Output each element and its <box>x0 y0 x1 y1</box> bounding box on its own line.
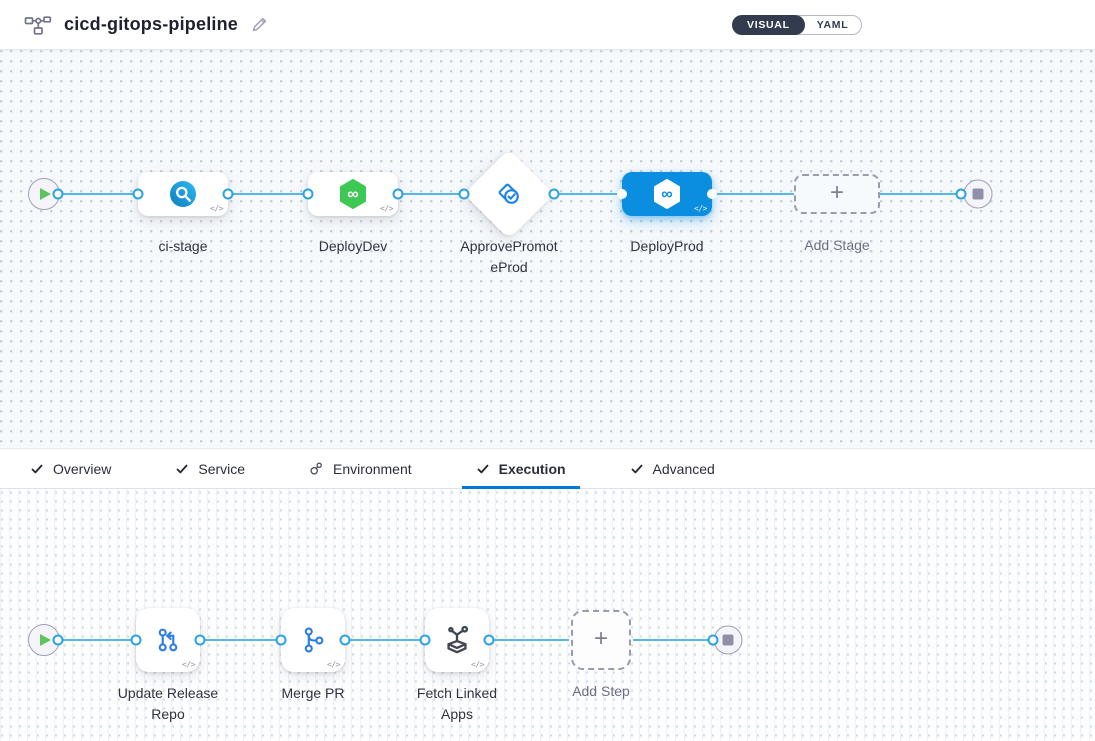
port[interactable] <box>275 634 287 646</box>
edge <box>554 193 622 195</box>
tab-label: Environment <box>333 460 412 477</box>
add-stage-button[interactable]: + <box>794 174 880 214</box>
stage-node-deployprod[interactable]: ∞ </> <box>622 172 712 216</box>
stage-label: ApprovePromoteProd <box>460 238 558 276</box>
code-icon: </> <box>327 660 340 669</box>
svg-text:∞: ∞ <box>661 186 672 203</box>
stage-config-tabs: Overview Service Environment Execution A… <box>0 448 1095 489</box>
stage-label: DeployDev <box>318 238 388 254</box>
edge <box>200 639 281 641</box>
play-icon <box>40 188 51 200</box>
port[interactable] <box>302 188 314 200</box>
tab-overview[interactable]: Overview <box>16 449 125 488</box>
check-icon <box>630 462 644 476</box>
edge <box>633 639 713 641</box>
port[interactable] <box>130 634 142 646</box>
port[interactable] <box>132 188 144 200</box>
environment-icon <box>309 461 324 476</box>
step-label: Update Release Repo <box>117 685 219 723</box>
stage-node-deploydev[interactable]: ∞ </> <box>308 172 398 216</box>
linked-apps-icon <box>447 625 469 654</box>
edge <box>345 639 425 641</box>
port[interactable] <box>955 188 967 200</box>
execution-graph-canvas[interactable]: </> </> </> + Upd <box>0 489 1095 741</box>
tab-advanced[interactable]: Advanced <box>616 449 729 488</box>
port[interactable] <box>419 634 431 646</box>
header: cicd-gitops-pipeline VISUAL YAML <box>0 0 1095 50</box>
svg-text:∞: ∞ <box>347 186 358 203</box>
stage-label: ci-stage <box>158 238 208 254</box>
code-icon: </> <box>182 660 195 669</box>
edge <box>712 193 794 195</box>
plus-icon: + <box>829 179 844 206</box>
edge <box>44 193 138 195</box>
port[interactable] <box>52 634 64 646</box>
page-title: cicd-gitops-pipeline <box>64 14 239 34</box>
edge <box>489 639 569 641</box>
add-stage-label: Add Stage <box>804 237 870 253</box>
stage-graph-canvas[interactable]: </> ∞ </> ∞ </> + <box>0 50 1095 448</box>
port[interactable] <box>548 188 560 200</box>
ci-build-icon <box>170 181 196 207</box>
edge <box>880 193 961 195</box>
stage-label: DeployProd <box>630 238 704 254</box>
edge <box>44 639 136 641</box>
port[interactable] <box>707 634 719 646</box>
code-icon: </> <box>694 204 707 213</box>
code-icon: </> <box>210 204 223 213</box>
code-icon: </> <box>471 660 484 669</box>
step-node-fetch-linked-apps[interactable]: </> <box>425 608 489 672</box>
tab-label: Service <box>198 460 246 477</box>
port[interactable] <box>617 189 627 199</box>
port[interactable] <box>52 188 64 200</box>
add-step-label: Add Step <box>572 683 630 699</box>
step-node-merge-pr[interactable]: </> <box>281 608 345 672</box>
tab-environment[interactable]: Environment <box>295 449 426 488</box>
edit-pencil-icon[interactable] <box>250 15 269 34</box>
tab-label: Execution <box>498 460 566 477</box>
view-mode-toggle: VISUAL YAML <box>732 15 863 35</box>
check-icon <box>175 462 189 476</box>
code-icon: </> <box>380 204 393 213</box>
stop-icon <box>722 634 734 646</box>
stage-node-ci-stage[interactable]: </> <box>138 172 228 216</box>
play-icon <box>40 634 51 646</box>
tab-label: Overview <box>53 460 112 477</box>
check-icon <box>476 462 490 476</box>
step-node-update-release-repo[interactable]: </> <box>136 608 200 672</box>
plus-icon: + <box>593 625 608 652</box>
port[interactable] <box>222 188 234 200</box>
approval-check-icon <box>498 183 519 204</box>
tab-service[interactable]: Service <box>161 449 259 488</box>
port[interactable] <box>458 188 470 200</box>
edge <box>228 193 308 195</box>
pipeline-icon <box>24 14 52 36</box>
cd-hexagon-infinity-icon: ∞ <box>340 179 366 209</box>
step-label: Merge PR <box>281 685 345 701</box>
tab-label: Advanced <box>652 460 715 477</box>
port[interactable] <box>194 634 206 646</box>
git-merge-icon <box>304 627 324 653</box>
git-update-icon <box>158 628 178 652</box>
toggle-yaml-button[interactable]: YAML <box>816 19 849 31</box>
port[interactable] <box>707 189 717 199</box>
tab-execution[interactable]: Execution <box>461 449 580 489</box>
cd-hexagon-infinity-icon: ∞ <box>654 179 680 209</box>
pipeline-end-node <box>963 179 993 209</box>
step-label: Fetch Linked Apps <box>416 685 498 723</box>
add-step-button[interactable]: + <box>571 610 631 670</box>
toggle-visual-button[interactable]: VISUAL <box>732 15 805 35</box>
edge <box>398 193 464 195</box>
stage-node-approvepromoteprod[interactable] <box>463 148 555 240</box>
check-icon <box>30 462 44 476</box>
port[interactable] <box>483 634 495 646</box>
stop-icon <box>972 188 984 200</box>
port[interactable] <box>392 188 404 200</box>
port[interactable] <box>339 634 351 646</box>
